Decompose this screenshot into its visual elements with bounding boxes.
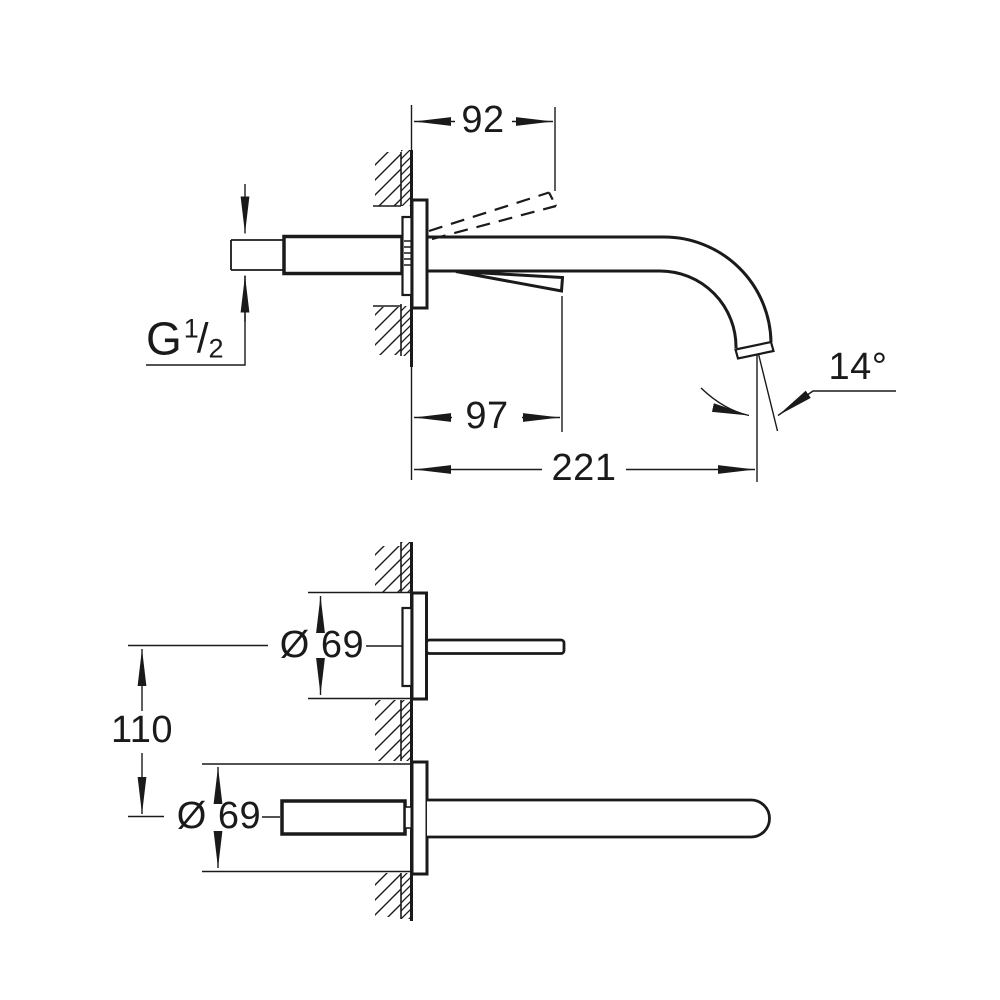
spout-outer-curve	[427, 235, 773, 343]
dim-label-110: 110	[110, 709, 174, 751]
wall-hatch-margin	[375, 307, 401, 355]
front-view	[128, 542, 771, 921]
thread-denominator: 2	[208, 333, 224, 364]
inlet-pipe	[230, 234, 404, 276]
wall-hatch-margin	[375, 152, 401, 206]
aerator-band	[734, 340, 775, 360]
leader-line	[146, 276, 246, 366]
dim-thread-g-half	[146, 184, 250, 366]
escutcheon-plate	[410, 760, 429, 876]
dim-label-92: 92	[461, 99, 505, 141]
dim-angle-14	[700, 353, 896, 432]
wall-hatch-margin	[375, 546, 401, 592]
inlet-pipe-body	[282, 234, 404, 276]
wall-section-front	[375, 542, 413, 921]
lever-dashed-end-cap	[548, 191, 557, 207]
escutcheon-plate	[410, 198, 429, 310]
dim-label-dia-69-spout: Ø 69	[176, 795, 262, 837]
dim-label-97: 97	[465, 395, 509, 437]
spout-front	[427, 798, 771, 839]
dim-92	[410, 105, 556, 191]
angle-reference-line	[757, 353, 779, 432]
wall-hatch-margin	[375, 700, 401, 761]
dim-label-thread-g-half: G1/2	[146, 312, 224, 365]
handle-escutcheon-front	[401, 591, 566, 701]
side-view	[146, 105, 896, 482]
escutcheon-plate	[410, 591, 428, 701]
handle-lever-dashed-raised	[428, 191, 557, 241]
dim-label-angle-14: 14°	[828, 346, 888, 388]
dim-221	[414, 354, 758, 482]
wall-hatch-band	[401, 700, 412, 761]
in-wall-body	[401, 606, 413, 688]
supply-pipe-front	[280, 799, 407, 836]
wall-section-side	[373, 150, 413, 367]
dim-110	[128, 644, 268, 818]
escutcheon-side	[401, 198, 429, 310]
dim-label-dia-69-handle: Ø 69	[279, 624, 365, 666]
thread-prefix: G	[146, 312, 182, 365]
wall-hatch-margin	[375, 873, 401, 917]
angle-arc-arrow	[700, 387, 750, 417]
lever-dashed-top-edge	[428, 191, 550, 233]
dim-97	[410, 296, 563, 480]
thread-numerator: 1	[183, 313, 199, 344]
dim-dia-69-handle	[308, 591, 426, 700]
wall-hatch-band	[401, 873, 412, 919]
dim-label-221: 221	[551, 447, 617, 489]
spout-side	[427, 235, 775, 360]
wall-hatch-band	[401, 542, 412, 592]
angle-leader	[777, 390, 896, 417]
in-wall-body	[401, 215, 413, 297]
thread-slash: /	[196, 314, 209, 362]
handle-lever-front	[425, 638, 566, 655]
spout-inner-curve	[427, 269, 738, 349]
wall-hatch-band	[401, 306, 412, 356]
handle-lever-solid	[455, 270, 565, 293]
spout-escutcheon-front	[280, 760, 771, 876]
thread-detail	[404, 240, 411, 266]
dim-dia-69-spout	[202, 763, 411, 873]
wall-hatch-band	[401, 150, 412, 206]
lever-dashed-bottom-edge	[431, 204, 557, 241]
wall-break-cap	[373, 205, 401, 307]
inlet-pipe-thin	[230, 239, 284, 271]
